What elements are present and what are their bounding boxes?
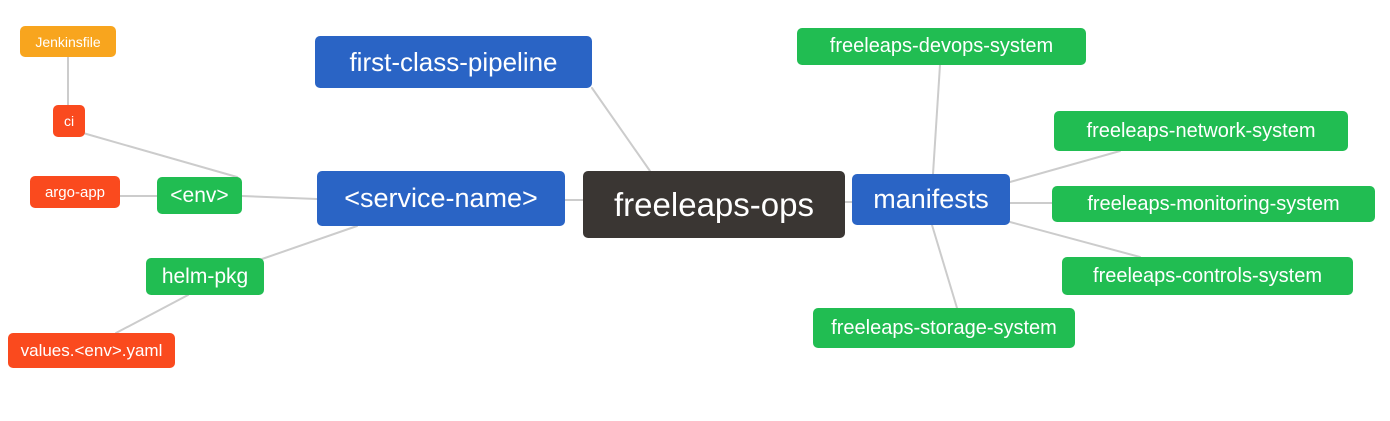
node-ci[interactable]: ci <box>53 105 85 137</box>
node-freeleaps-ops[interactable]: freeleaps-ops <box>583 171 845 238</box>
edge-pipeline-freeleaps-ops <box>591 87 651 172</box>
edge-manifests-controls <box>1009 221 1141 258</box>
node-freeleaps-network-system[interactable]: freeleaps-network-system <box>1054 111 1348 151</box>
node-manifests[interactable]: manifests <box>852 174 1010 225</box>
edge-ci-env <box>82 132 238 178</box>
node-service-name[interactable]: <service-name> <box>317 171 565 226</box>
edge-service-name-helm-pkg <box>261 225 358 260</box>
node-argo-app[interactable]: argo-app <box>30 176 120 208</box>
edge-manifests-network <box>1009 150 1121 183</box>
node-jenkinsfile[interactable]: Jenkinsfile <box>20 26 116 57</box>
node-first-class-pipeline[interactable]: first-class-pipeline <box>315 36 592 88</box>
node-env[interactable]: <env> <box>157 177 242 214</box>
edge-env-service-name <box>241 195 318 200</box>
node-helm-pkg[interactable]: helm-pkg <box>146 258 264 295</box>
edge-manifests-storage <box>931 224 958 309</box>
node-freeleaps-storage-system[interactable]: freeleaps-storage-system <box>813 308 1075 348</box>
node-values-env-yaml[interactable]: values.<env>.yaml <box>8 333 175 368</box>
edge-helm-pkg-values <box>115 294 189 334</box>
node-freeleaps-devops-system[interactable]: freeleaps-devops-system <box>797 28 1086 65</box>
node-freeleaps-controls-system[interactable]: freeleaps-controls-system <box>1062 257 1353 295</box>
node-freeleaps-monitoring-system[interactable]: freeleaps-monitoring-system <box>1052 186 1375 222</box>
edge-manifests-devops <box>932 64 941 175</box>
